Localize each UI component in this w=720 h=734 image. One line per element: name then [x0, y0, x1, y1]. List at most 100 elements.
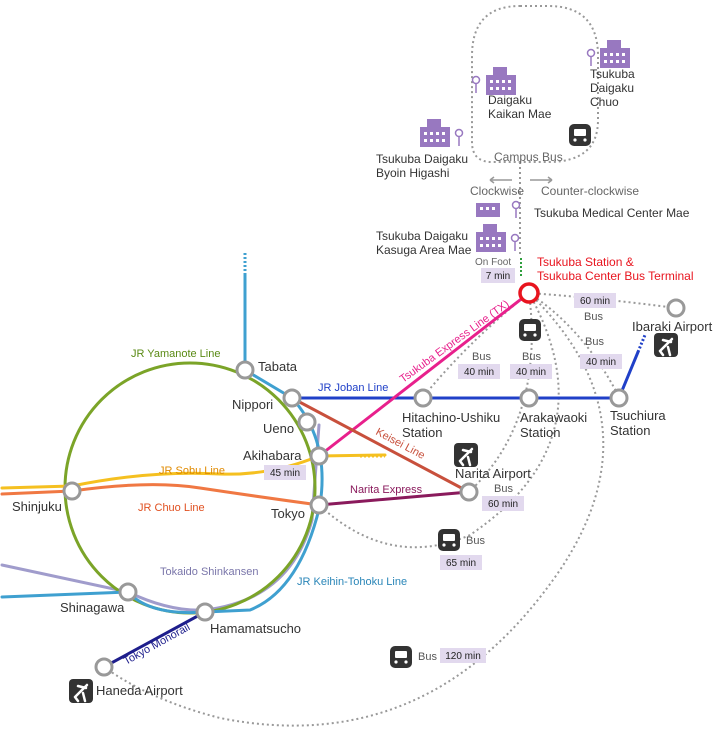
bus-label-haneda: Bus	[418, 651, 437, 663]
label-hitachino-2: Station	[402, 425, 442, 440]
bus-icon	[390, 646, 412, 668]
station-shinagawa[interactable]	[118, 582, 138, 602]
campus-daigaku-kaikan-1: Daigaku	[488, 93, 532, 107]
line-name-sobu: JR Sobu Line	[159, 465, 225, 477]
svg-text:120 min: 120 min	[445, 651, 481, 662]
label-ueno: Ueno	[263, 421, 294, 436]
line-name-monorail: Tokyo Monorail	[122, 621, 193, 667]
label-shinjuku: Shinjuku	[12, 499, 62, 514]
campus-bus-label: Campus Bus	[494, 150, 563, 164]
campus-medical: Tsukuba Medical Center Mae	[534, 206, 690, 220]
campus-chuo-2: Daigaku	[590, 81, 634, 95]
bus-icon	[569, 124, 591, 146]
label-tokyo: Tokyo	[271, 506, 305, 521]
station-haneda[interactable]	[94, 657, 114, 677]
label-haneda: Haneda Airport	[96, 683, 183, 698]
station-tsukuba[interactable]	[518, 282, 540, 304]
time-tag-hitachino: 40 min	[458, 364, 500, 379]
bus-label-narita: Bus	[494, 483, 513, 495]
line-name-tokaido: Tokaido Shinkansen	[160, 566, 258, 578]
station-ibaraki-airport[interactable]	[666, 298, 686, 318]
campus-kasuga-2: Kasuga Area Mae	[376, 243, 472, 257]
time-tag-narita: 60 min	[482, 496, 524, 511]
chuo-line	[0, 483, 321, 507]
bus-stop-icon	[511, 200, 521, 218]
label-narita: Narita Airport	[455, 466, 531, 481]
time-tags: 7 min 60 min 40 min 40 min 40 min 45 min…	[264, 268, 622, 663]
campus-on-foot: On Foot	[475, 257, 511, 268]
svg-text:60 min: 60 min	[580, 296, 610, 307]
line-name-joban: JR Joban Line	[318, 382, 388, 394]
time-tag-arakawaoki: 40 min	[510, 364, 552, 379]
station-nippori[interactable]	[282, 388, 302, 408]
label-arakawaoki-2: Station	[520, 425, 560, 440]
line-name-chuo: JR Chuo Line	[138, 502, 205, 514]
svg-text:40 min: 40 min	[516, 367, 546, 378]
station-arakawaoki[interactable]	[519, 388, 539, 408]
station-narita[interactable]	[459, 482, 479, 502]
bus-label-tokyo: Bus	[466, 535, 485, 547]
bus-label-hitachino: Bus	[472, 351, 491, 363]
bus-stop-icon	[510, 233, 520, 251]
label-hitachino-1: Hitachino-Ushiku	[402, 410, 500, 425]
bus-route-ibaraki	[528, 292, 677, 309]
campus-loop	[471, 5, 599, 163]
campus-chuo-1: Tsukuba	[590, 67, 635, 81]
svg-text:65 min: 65 min	[446, 558, 476, 569]
bus-route-tsuchiura	[528, 292, 620, 398]
keisei-line	[290, 396, 471, 494]
label-tsuchiura-1: Tsuchiura	[610, 408, 666, 423]
bus-icon	[438, 529, 460, 551]
time-tag-tsuchiura: 40 min	[580, 354, 622, 369]
time-tag-akihabara: 45 min	[264, 465, 306, 480]
label-akihabara: Akihabara	[243, 448, 302, 463]
building-icon	[600, 40, 630, 68]
station-tokyo[interactable]	[309, 495, 329, 515]
station-shinjuku[interactable]	[62, 481, 82, 501]
time-tag-haneda: 120 min	[440, 648, 486, 663]
building-icon	[420, 119, 450, 147]
tx-line	[317, 291, 531, 458]
time-tag-walk: 7 min	[481, 268, 515, 283]
campus-clockwise: Clockwise	[470, 184, 524, 198]
label-ibaraki: Ibaraki Airport	[632, 319, 713, 334]
clockwise-arrow	[489, 176, 512, 184]
station-akihabara[interactable]	[309, 446, 329, 466]
label-arakawaoki-1: Arakawaoki	[520, 410, 587, 425]
bus-label-arakawaoki: Bus	[522, 351, 541, 363]
label-nippori: Nippori	[232, 397, 273, 412]
campus-counter-clockwise: Counter-clockwise	[541, 184, 639, 198]
station-tsuchiura[interactable]	[609, 388, 629, 408]
airplane-icon	[654, 333, 678, 357]
joban-continuation	[636, 334, 647, 353]
keihin-tohoku-line	[0, 273, 324, 615]
airplane-icon	[69, 679, 93, 703]
building-icon	[476, 203, 500, 217]
narita-express-line	[317, 490, 471, 507]
monorail-line	[102, 610, 207, 669]
bus-stop-icon	[454, 128, 464, 146]
svg-text:60 min: 60 min	[488, 499, 518, 510]
campus-byoin-1: Tsukuba Daigaku	[376, 152, 468, 166]
svg-text:40 min: 40 min	[586, 357, 616, 368]
label-tsukuba-2: Tsukuba Center Bus Terminal	[537, 269, 694, 283]
station-hitachino-ushiku[interactable]	[413, 388, 433, 408]
campus-byoin-2: Byoin Higashi	[376, 166, 449, 180]
campus-daigaku-kaikan-2: Kaikan Mae	[488, 107, 552, 121]
airplane-icon	[454, 443, 478, 467]
counter-clockwise-arrow	[530, 176, 553, 184]
building-icon	[486, 67, 516, 95]
label-hamamatsucho: Hamamatsucho	[210, 621, 301, 636]
building-icon	[476, 224, 506, 252]
line-name-yamanote: JR Yamanote Line	[131, 348, 220, 360]
station-ueno[interactable]	[297, 412, 317, 432]
bus-route-hitachino	[422, 292, 530, 398]
campus-chuo-3: Chuo	[590, 95, 619, 109]
time-tag-tokyo: 65 min	[440, 555, 482, 570]
svg-text:45 min: 45 min	[270, 468, 300, 479]
bus-label-ibaraki: Bus	[584, 311, 603, 323]
station-tabata[interactable]	[235, 360, 255, 380]
station-hamamatsucho[interactable]	[195, 602, 215, 622]
label-tsuchiura-2: Station	[610, 423, 650, 438]
